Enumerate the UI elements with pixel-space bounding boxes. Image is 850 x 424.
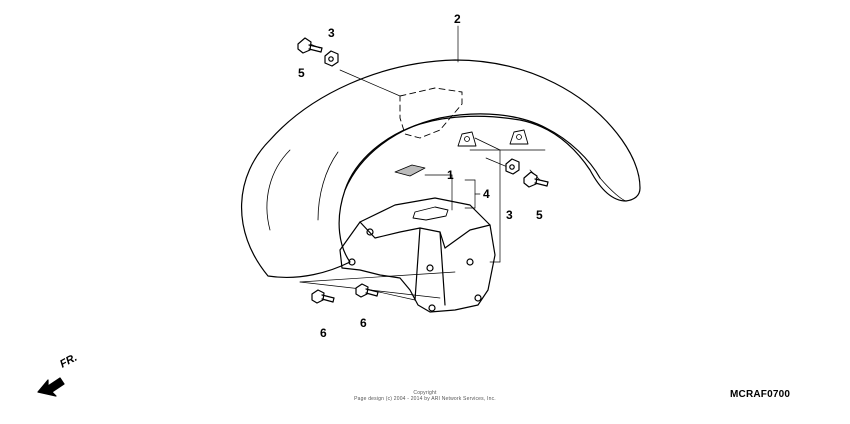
- diagram-code: MCRAF0700: [730, 389, 791, 400]
- leader-lines: [299, 25, 546, 301]
- nut-part-3-right: [505, 158, 520, 175]
- callout-3-right: 3: [506, 208, 513, 222]
- callout-5-upper: 5: [298, 66, 305, 80]
- copyright-line-2: Page design (c) 2004 - 2014 by ARI Netwo…: [354, 396, 496, 402]
- callout-1: 1: [447, 168, 454, 182]
- front-direction-arrow: [37, 377, 65, 397]
- bolt-part-6-middle: [355, 283, 379, 298]
- callout-6-left: 6: [320, 326, 327, 340]
- bolt-part-6-left: [311, 289, 335, 304]
- callout-3-upper: 3: [328, 26, 335, 40]
- callout-4: 4: [483, 187, 490, 201]
- front-fender-part: [240, 59, 641, 279]
- bolt-part-5-upper: [297, 37, 323, 54]
- callout-6-middle: 6: [360, 316, 367, 330]
- callout-5-right: 5: [536, 208, 543, 222]
- nut-part-3-upper: [324, 50, 339, 67]
- copyright-line-1: Copyright: [413, 390, 437, 396]
- callout-2: 2: [454, 12, 461, 26]
- fender-stay-bracket-part: [339, 197, 496, 313]
- fender-label-sticker: [394, 164, 426, 177]
- bolt-part-5-right: [523, 171, 549, 188]
